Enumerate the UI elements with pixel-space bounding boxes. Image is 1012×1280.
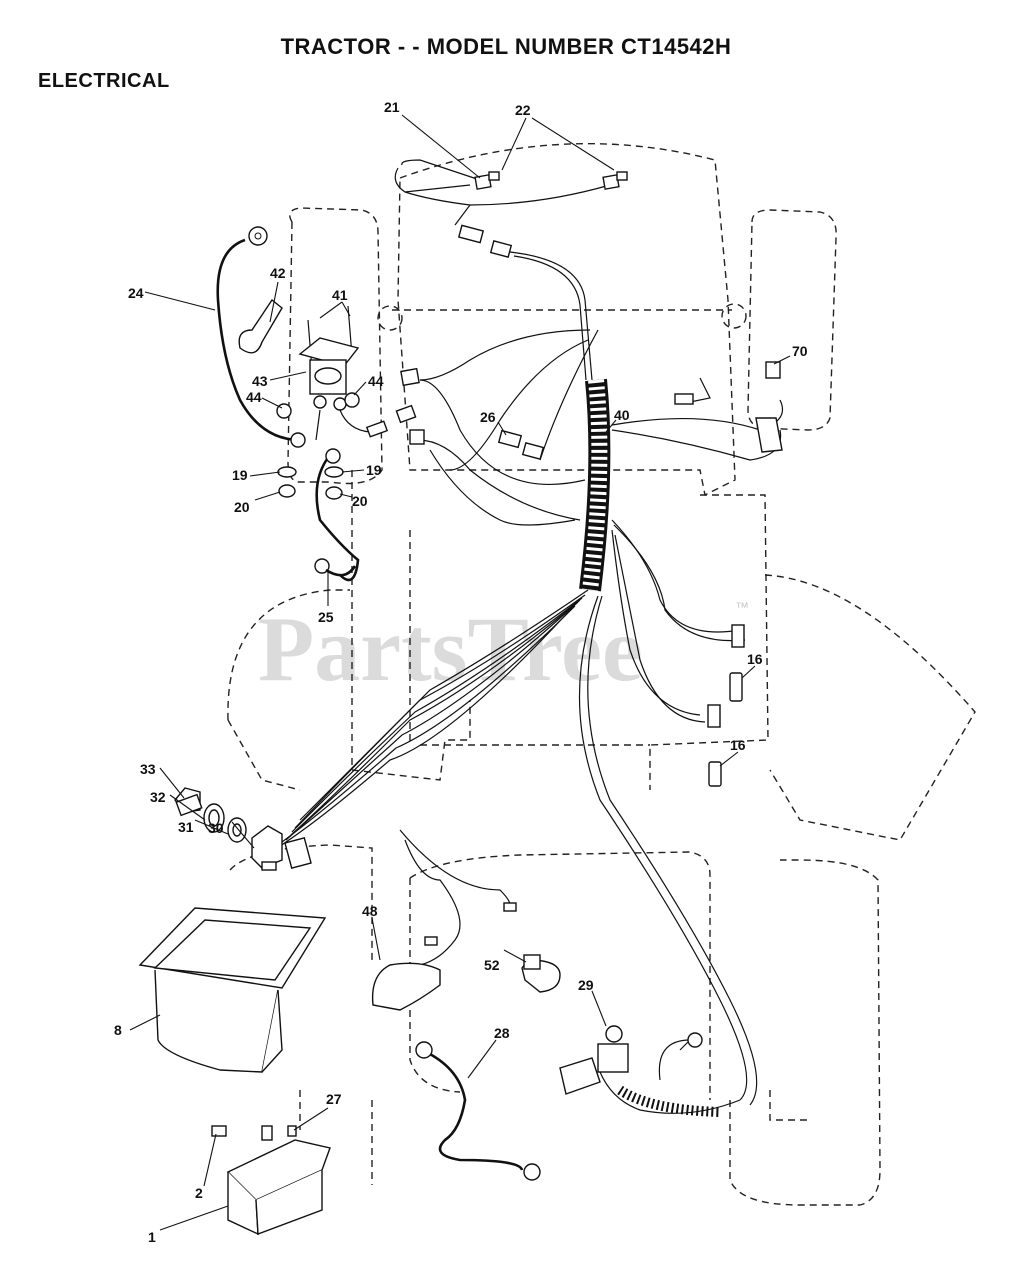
main-harness-loom xyxy=(579,378,611,592)
watermark-trademark: ™ xyxy=(735,599,749,615)
pto-switch xyxy=(559,1025,741,1117)
battery xyxy=(211,1125,331,1236)
solenoid-wiring xyxy=(277,409,389,582)
callout-20-left: 20 xyxy=(234,499,250,515)
callout-41: 41 xyxy=(332,287,348,303)
callout-33: 33 xyxy=(140,761,156,777)
harness-connectors-front xyxy=(395,361,783,460)
callout-19-right: 19 xyxy=(366,462,382,478)
section-heading: ELECTRICAL xyxy=(38,70,170,92)
watermark-text: PartsTree xyxy=(258,598,643,700)
callout-43: 43 xyxy=(252,373,268,389)
callout-27: 27 xyxy=(326,1091,342,1107)
callout-28: 28 xyxy=(494,1025,510,1041)
callout-42: 42 xyxy=(270,265,286,281)
callout-21: 21 xyxy=(384,99,400,115)
callout-29: 29 xyxy=(578,977,594,993)
callout-2: 2 xyxy=(195,1185,203,1201)
headlight-harness xyxy=(394,159,611,381)
callout-22: 22 xyxy=(515,102,531,118)
callout-16-lower: 16 xyxy=(730,737,746,753)
battery-cable xyxy=(415,1041,541,1181)
callout-19-left: 19 xyxy=(232,467,248,483)
terminal-boot xyxy=(238,298,283,354)
callout-44-right: 44 xyxy=(368,373,384,389)
callout-8: 8 xyxy=(114,1022,122,1038)
callout-70: 70 xyxy=(792,343,808,359)
callout-16-upper: 16 xyxy=(747,651,763,667)
callout-30: 30 xyxy=(208,820,224,836)
callout-31: 31 xyxy=(178,819,194,835)
callout-25: 25 xyxy=(318,609,334,625)
callout-24: 24 xyxy=(128,285,144,301)
ground-cable xyxy=(216,226,301,442)
callout-44-left: 44 xyxy=(246,389,262,405)
ignition-switch-assembly xyxy=(174,787,312,871)
callout-48: 48 xyxy=(362,903,378,919)
callout-40: 40 xyxy=(614,407,630,423)
callout-32: 32 xyxy=(150,789,166,805)
callout-1: 1 xyxy=(148,1229,156,1245)
main-harness-wires xyxy=(279,329,784,1106)
page-title: TRACTOR - - MODEL NUMBER CT14542H xyxy=(280,34,732,59)
callout-26: 26 xyxy=(480,409,496,425)
callout-20-right: 20 xyxy=(352,493,368,509)
headlight-bulb-right xyxy=(602,171,628,190)
battery-box xyxy=(138,907,327,1073)
callout-leaders xyxy=(129,114,791,1231)
solenoid xyxy=(276,305,360,419)
callout-52: 52 xyxy=(484,957,500,973)
headlight-bulb-left xyxy=(474,171,500,190)
rear-harness xyxy=(371,829,561,1011)
switch-connectors xyxy=(707,624,745,787)
callout-labels: 21 22 24 42 41 43 44 44 19 19 20 20 25 2… xyxy=(114,99,808,1245)
